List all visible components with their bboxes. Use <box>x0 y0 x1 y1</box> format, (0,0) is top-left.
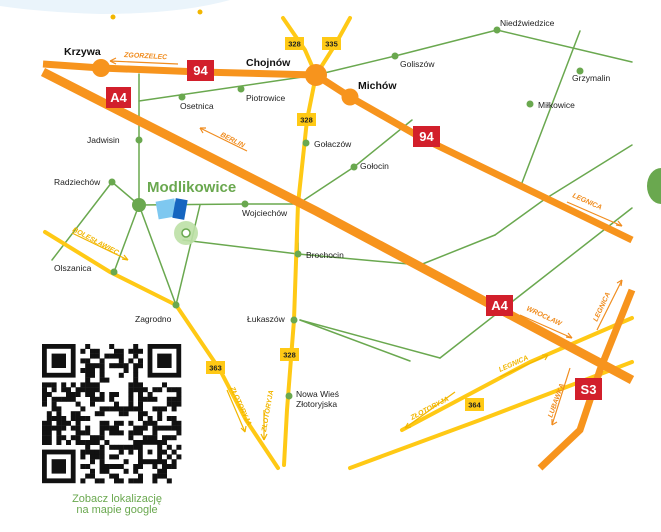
road-328-shield-middle: 328 <box>297 113 316 126</box>
qr-caption[interactable]: Zobacz lokalizację na mapie google <box>12 494 222 516</box>
svg-text:94: 94 <box>419 129 434 144</box>
road-364-shield: 364 <box>465 398 484 411</box>
a4-shield-west: A4 <box>106 87 131 108</box>
label-goliszow: Goliszów <box>400 59 435 69</box>
label-niedzwiedzice: Niedźwiedzice <box>500 18 555 28</box>
label-olszanica: Olszanica <box>54 263 92 273</box>
a4-shield-east: A4 <box>486 295 513 316</box>
label-lukaszow: Łukaszów <box>247 314 286 324</box>
label-radziechow: Radziechów <box>54 177 101 187</box>
label-golaczow: Gołaczów <box>314 139 352 149</box>
svg-text:328: 328 <box>300 116 313 125</box>
label-modlikowice[interactable]: Modlikowice <box>147 179 236 196</box>
label-chojnow: Chojnów <box>246 57 291 69</box>
road-328-shield-north: 328 <box>285 37 304 50</box>
location-marker[interactable] <box>155 198 198 245</box>
svg-text:363: 363 <box>209 364 222 373</box>
label-milkowice: Miłkowice <box>538 100 575 110</box>
direction-arrows <box>71 57 623 441</box>
main-roads <box>43 16 634 470</box>
label-michow: Michów <box>358 80 397 92</box>
svg-text:328: 328 <box>288 40 301 49</box>
direction-lubawka: LUBAWKA <box>547 383 566 419</box>
road-94-shield-east: 94 <box>413 126 440 147</box>
label-grzymalin: Grzymalin <box>572 73 611 83</box>
qr-caption-line2: na mapie google <box>76 504 158 516</box>
label-nowa-wies-line1: Nowa Wieś <box>296 389 339 399</box>
svg-text:328: 328 <box>283 351 296 360</box>
svg-text:335: 335 <box>325 40 338 49</box>
label-golocin: Gołocin <box>360 161 389 171</box>
local-roads <box>51 29 633 362</box>
label-jadwisin: Jadwisin <box>87 135 120 145</box>
s3-shield: S3 <box>575 378 602 400</box>
label-piotrowice: Piotrowice <box>246 93 285 103</box>
label-nowa-wies-line2: Złotoryjska <box>296 399 337 409</box>
label-wojciechow: Wojciechów <box>242 208 288 218</box>
direction-berlin: BERLIN <box>219 132 246 150</box>
label-brochocin: Brochocin <box>306 250 344 260</box>
road-335-shield: 335 <box>322 37 341 50</box>
direction-legnica-a4: LEGNICA <box>571 192 603 211</box>
svg-text:S3: S3 <box>581 382 597 397</box>
road-328-shield-south: 328 <box>280 348 299 361</box>
direction-zgorzelec: ZGORZELEC <box>123 52 168 61</box>
label-krzywa: Krzywa <box>64 46 101 58</box>
label-osetnica: Osetnica <box>180 101 214 111</box>
label-zagrodno: Zagrodno <box>135 314 172 324</box>
decoration-top-left <box>0 0 230 20</box>
marker-right-edge <box>647 168 661 204</box>
road-363-shield: 363 <box>206 361 225 374</box>
svg-text:94: 94 <box>193 63 208 78</box>
svg-text:364: 364 <box>468 401 481 410</box>
svg-text:A4: A4 <box>110 90 127 105</box>
qr-code[interactable] <box>40 342 185 487</box>
motorways <box>40 60 636 471</box>
qr-caption-line1: Zobacz lokalizację <box>72 493 162 505</box>
direction-zlotoryja-328: ZŁOTORYJA <box>261 390 275 434</box>
svg-text:A4: A4 <box>491 298 508 313</box>
road-94-shield-west: 94 <box>187 60 214 81</box>
town-nodes <box>92 26 584 400</box>
